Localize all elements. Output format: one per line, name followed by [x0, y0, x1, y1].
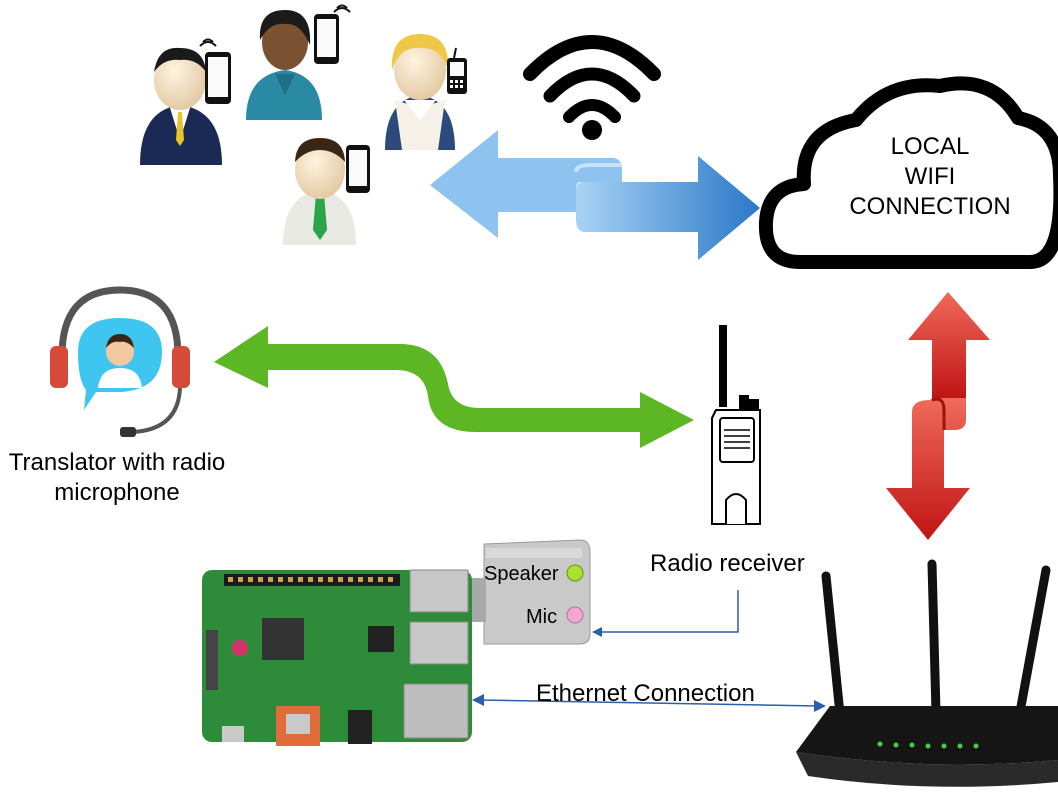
translator-headset-icon	[50, 286, 190, 437]
person-green-tie-man-icon	[283, 138, 370, 245]
speaker-jack-icon	[566, 564, 584, 582]
wifi-signal-icon	[523, 35, 661, 140]
ethernet-connection-line	[479, 699, 819, 707]
speaker-label: Speaker	[484, 563, 559, 585]
radio-receiver-icon	[711, 325, 761, 525]
router-link-arrow	[886, 292, 990, 540]
raspberry-pi-board	[202, 569, 472, 746]
cloud-label-line-1: LOCAL	[890, 133, 970, 160]
wifi-router-icon	[796, 559, 1058, 787]
translator-label: Translator with radio microphone	[0, 448, 234, 508]
person-business-man-icon	[140, 38, 231, 165]
radio-to-mic-line	[596, 590, 739, 633]
person-woman-icon	[246, 4, 351, 120]
mic-label: Mic	[526, 606, 558, 628]
usb-sound-card	[470, 539, 591, 645]
wifi-link-arrow	[430, 130, 760, 260]
translator-label-line-2: microphone	[54, 479, 180, 506]
radio-link-arrow	[214, 326, 694, 448]
cloud-label-line-2: WIFI	[904, 163, 956, 190]
mic-jack-icon	[566, 606, 584, 624]
ethernet-connection-label: Ethernet Connection	[536, 680, 755, 707]
radio-receiver-label: Radio receiver	[650, 550, 805, 577]
translator-label-line-1: Translator with radio	[8, 449, 226, 476]
cloud-label-line-3: CONNECTION	[849, 193, 1011, 220]
cloud-label: LOCAL WIFI CONNECTION	[826, 132, 1034, 222]
local-wifi-cloud	[758, 76, 1058, 269]
person-blonde-woman-icon	[385, 34, 467, 150]
